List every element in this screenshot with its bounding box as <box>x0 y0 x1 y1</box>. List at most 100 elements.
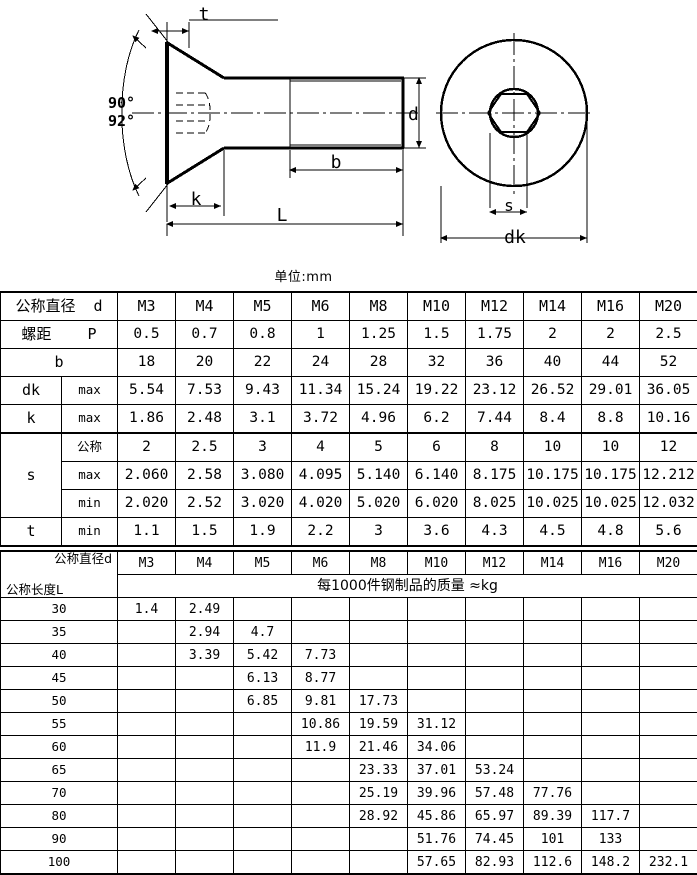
cell-mass-M8-L90 <box>350 828 408 851</box>
cell-k-max-M12: 7.44 <box>466 405 524 434</box>
column-header-size-M16: M16 <box>582 292 640 321</box>
row-label-length-80: 80 <box>1 805 118 828</box>
cell-mass-M14-L35 <box>524 621 582 644</box>
mass-column-header-M3: M3 <box>118 551 176 575</box>
cell-mass-M14-L80: 89.39 <box>524 805 582 828</box>
cell-dk-max-M12: 23.12 <box>466 377 524 405</box>
column-header-size-M4: M4 <box>176 292 234 321</box>
cell-s-max-M10: 6.140 <box>408 462 466 490</box>
label-L: L <box>277 205 288 226</box>
cell-s-max-M5: 3.080 <box>234 462 292 490</box>
cell-mass-M16-L45 <box>582 667 640 690</box>
cell-k-max-M20: 10.16 <box>640 405 697 434</box>
cell-螺距-M12: 1.75 <box>466 321 524 349</box>
cell-mass-M16-L35 <box>582 621 640 644</box>
row-label-t: t <box>1 518 62 547</box>
column-header-size-M10: M10 <box>408 292 466 321</box>
cell-b-M12: 36 <box>466 349 524 377</box>
cell-mass-M12-L100: 82.93 <box>466 851 524 875</box>
cell-s-max-M4: 2.58 <box>176 462 234 490</box>
cell-mass-M16-L50 <box>582 690 640 713</box>
cell-s-公称-M4: 2.5 <box>176 433 234 462</box>
cell-t-min-M4: 1.5 <box>176 518 234 547</box>
cell-b-M20: 52 <box>640 349 697 377</box>
cell-t-min-M20: 5.6 <box>640 518 697 547</box>
cell-mass-M16-L60 <box>582 736 640 759</box>
cell-s-min-M20: 12.032 <box>640 490 697 518</box>
cell-mass-M5-L100 <box>234 851 292 875</box>
cell-mass-M3-L60 <box>118 736 176 759</box>
cell-mass-M12-L40 <box>466 644 524 667</box>
corner-header-diameter: 公称直径d <box>54 553 112 566</box>
cell-s-min-M5: 3.020 <box>234 490 292 518</box>
cell-mass-M10-L55: 31.12 <box>408 713 466 736</box>
cell-mass-M4-L45 <box>176 667 234 690</box>
cell-mass-M6-L65 <box>292 759 350 782</box>
mass-column-header-M6: M6 <box>292 551 350 575</box>
cell-s-max-M3: 2.060 <box>118 462 176 490</box>
cell-mass-M8-L35 <box>350 621 408 644</box>
cell-mass-M5-L80 <box>234 805 292 828</box>
cell-螺距-M6: 1 <box>292 321 350 349</box>
cell-mass-M12-L35 <box>466 621 524 644</box>
cell-dk-max-M14: 26.52 <box>524 377 582 405</box>
cell-mass-M14-L65 <box>524 759 582 782</box>
cell-k-max-M16: 8.8 <box>582 405 640 434</box>
cell-s-公称-M6: 4 <box>292 433 350 462</box>
cell-mass-M16-L65 <box>582 759 640 782</box>
row-label-length-100: 100 <box>1 851 118 875</box>
mass-column-header-M12: M12 <box>466 551 524 575</box>
cell-mass-M8-L60: 21.46 <box>350 736 408 759</box>
cell-t-min-M12: 4.3 <box>466 518 524 547</box>
cell-b-M10: 32 <box>408 349 466 377</box>
cell-mass-M6-L100 <box>292 851 350 875</box>
column-header-size-M3: M3 <box>118 292 176 321</box>
cell-t-min-M16: 4.8 <box>582 518 640 547</box>
cell-mass-M5-L60 <box>234 736 292 759</box>
cell-mass-M4-L90 <box>176 828 234 851</box>
cell-t-min-M10: 3.6 <box>408 518 466 547</box>
cell-mass-M20-L65 <box>640 759 697 782</box>
cell-s-max-M12: 8.175 <box>466 462 524 490</box>
mass-column-header-M14: M14 <box>524 551 582 575</box>
cell-mass-M6-L45: 8.77 <box>292 667 350 690</box>
cell-s-max-M14: 10.175 <box>524 462 582 490</box>
cell-dk-max-M8: 15.24 <box>350 377 408 405</box>
cell-mass-M20-L45 <box>640 667 697 690</box>
cell-mass-M8-L65: 23.33 <box>350 759 408 782</box>
cell-mass-M3-L45 <box>118 667 176 690</box>
row-label-k: k <box>1 405 62 434</box>
cell-mass-M14-L60 <box>524 736 582 759</box>
row-label-length-90: 90 <box>1 828 118 851</box>
cell-b-M4: 20 <box>176 349 234 377</box>
mass-header-caption: 每1000件钢制品的质量 ≈kg <box>118 575 697 598</box>
cell-螺距-M4: 0.7 <box>176 321 234 349</box>
cell-mass-M3-L100 <box>118 851 176 875</box>
cell-mass-M5-L55 <box>234 713 292 736</box>
row-label-length-30: 30 <box>1 598 118 621</box>
cell-b-M5: 22 <box>234 349 292 377</box>
cell-mass-M14-L100: 112.6 <box>524 851 582 875</box>
cell-s-公称-M12: 8 <box>466 433 524 462</box>
cell-dk-max-M10: 19.22 <box>408 377 466 405</box>
cell-mass-M12-L65: 53.24 <box>466 759 524 782</box>
cell-mass-M16-L30 <box>582 598 640 621</box>
cell-mass-M8-L80: 28.92 <box>350 805 408 828</box>
cell-mass-M20-L100: 232.1 <box>640 851 697 875</box>
cell-mass-M20-L35 <box>640 621 697 644</box>
row-sublabel-dk-max: max <box>62 377 118 405</box>
cell-mass-M20-L55 <box>640 713 697 736</box>
cell-mass-M6-L50: 9.81 <box>292 690 350 713</box>
